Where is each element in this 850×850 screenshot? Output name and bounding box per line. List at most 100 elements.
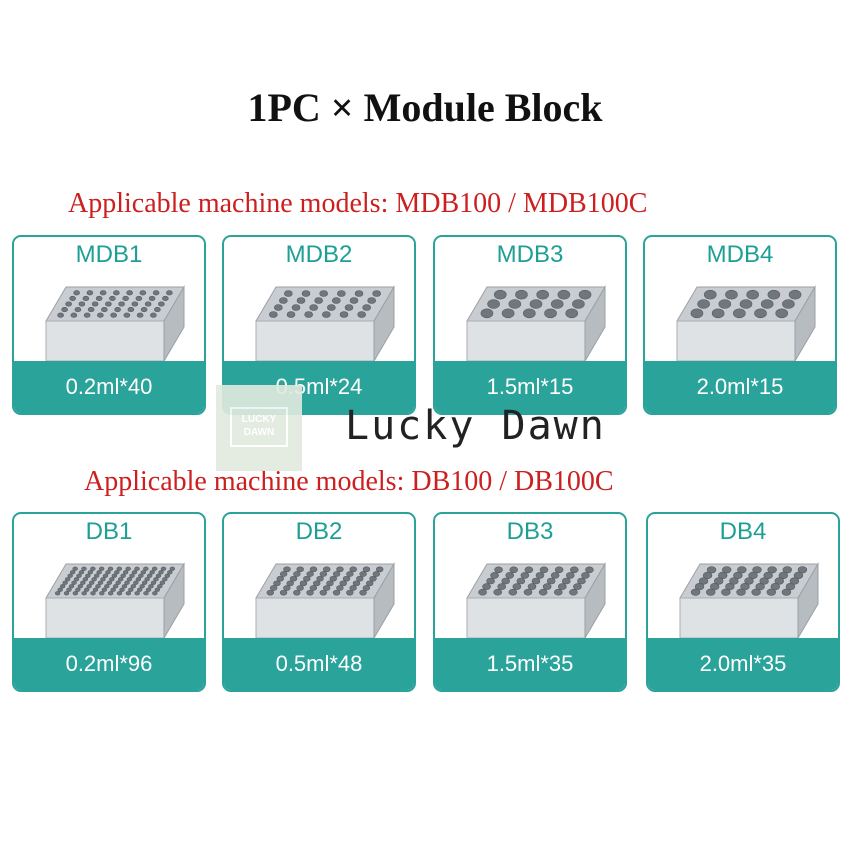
well-hole xyxy=(152,290,160,296)
well-hole xyxy=(148,584,154,589)
well-hole xyxy=(148,295,156,301)
well-hole xyxy=(289,575,298,582)
well-hole xyxy=(508,588,518,596)
well-hole xyxy=(98,566,105,571)
well-hole xyxy=(81,591,87,596)
card-name: MDB3 xyxy=(496,241,564,268)
card-name: DB1 xyxy=(85,518,133,545)
well-hole xyxy=(109,295,116,301)
card-capacity: 0.2ml*96 xyxy=(14,638,204,690)
well-hole xyxy=(774,577,784,585)
well-hole xyxy=(72,591,79,596)
well-hole xyxy=(706,588,716,596)
well-hole xyxy=(82,577,89,582)
well-hole xyxy=(512,583,522,590)
well-hole xyxy=(279,589,288,596)
card-capacity: 2.0ml*35 xyxy=(648,638,838,690)
well-hole xyxy=(339,311,349,318)
well-hole xyxy=(736,588,746,596)
well-hole xyxy=(105,570,111,575)
well-hole xyxy=(356,575,364,582)
well-hole xyxy=(141,580,148,585)
block-front-face xyxy=(255,320,375,362)
well-hole xyxy=(151,566,158,571)
well-hole xyxy=(111,573,118,578)
card-name: MDB1 xyxy=(75,241,143,268)
well-hole xyxy=(123,312,131,318)
well-hole xyxy=(725,582,735,591)
well-hole xyxy=(569,566,579,574)
well-hole xyxy=(78,570,85,575)
block-image xyxy=(255,562,395,640)
well-hole xyxy=(354,290,364,297)
card-db2: DB2 0.5ml*48 xyxy=(222,512,416,692)
well-hole xyxy=(313,580,321,587)
well-hole xyxy=(322,585,331,591)
well-hole xyxy=(269,585,278,591)
well-hole xyxy=(565,308,579,319)
well-hole xyxy=(158,570,164,575)
block-front-face xyxy=(45,597,165,639)
well-hole xyxy=(71,580,77,585)
well-hole xyxy=(82,295,90,301)
well-hole xyxy=(766,588,776,596)
card-name: DB4 xyxy=(719,518,767,545)
well-hole xyxy=(97,580,104,585)
well-hole xyxy=(136,587,143,592)
well-hole xyxy=(299,580,308,587)
well-hole xyxy=(129,573,135,578)
well-hole xyxy=(785,582,796,591)
well-hole xyxy=(493,588,503,596)
well-hole xyxy=(326,580,334,587)
well-hole xyxy=(65,301,72,307)
well-hole xyxy=(349,297,359,304)
well-hole xyxy=(760,299,774,309)
well-hole xyxy=(746,289,759,300)
well-hole xyxy=(93,573,100,578)
well-hole xyxy=(153,577,159,582)
well-hole xyxy=(346,589,354,596)
well-hole xyxy=(546,577,556,585)
card-mdb4: MDB4 2.0ml*15 xyxy=(643,235,837,415)
well-hole xyxy=(92,587,99,592)
well-hole xyxy=(169,566,176,571)
well-hole xyxy=(523,308,536,319)
well-hole xyxy=(490,572,499,579)
card-capacity: 1.5ml*15 xyxy=(435,361,625,413)
well-hole xyxy=(782,566,792,574)
well-hole xyxy=(561,577,571,585)
well-hole xyxy=(359,589,367,596)
well-hole xyxy=(349,585,357,591)
block-image xyxy=(45,562,185,640)
well-hole xyxy=(145,587,152,592)
well-hole xyxy=(284,290,293,297)
well-hole xyxy=(316,575,324,582)
well-hole xyxy=(122,295,129,301)
well-hole xyxy=(304,311,313,318)
well-hole xyxy=(160,566,167,571)
well-hole xyxy=(711,308,725,319)
well-hole xyxy=(139,290,147,296)
well-hole xyxy=(529,299,543,309)
well-hole xyxy=(114,307,121,313)
well-hole xyxy=(515,289,528,300)
well-hole xyxy=(508,299,522,309)
well-hole xyxy=(62,580,68,585)
well-hole xyxy=(306,589,314,596)
block-image xyxy=(466,285,606,363)
well-hole xyxy=(767,289,781,300)
well-hole xyxy=(57,312,64,318)
well-hole xyxy=(101,307,108,313)
well-hole xyxy=(296,585,304,591)
well-hole xyxy=(553,588,563,596)
well-hole xyxy=(97,312,104,318)
well-hole xyxy=(309,585,318,591)
well-hole xyxy=(329,575,337,582)
well-hole xyxy=(80,580,86,585)
well-hole xyxy=(157,584,163,589)
well-hole xyxy=(135,577,142,582)
well-hole xyxy=(126,290,133,296)
well-hole xyxy=(286,580,294,587)
well-hole xyxy=(78,301,86,307)
well-hole xyxy=(372,290,381,297)
